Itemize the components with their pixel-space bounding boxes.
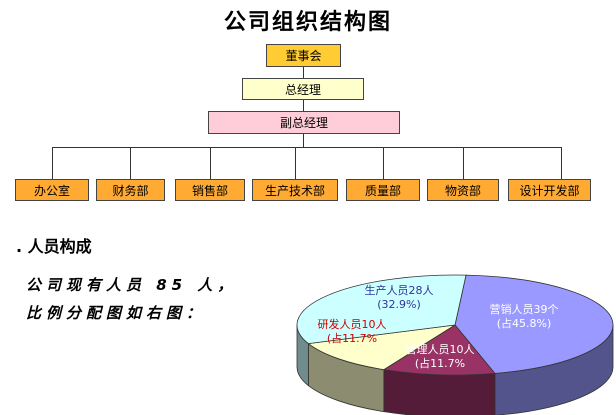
pie-slice-2 [307, 324, 456, 371]
connector [52, 147, 53, 179]
connector [303, 99, 304, 111]
connector [303, 133, 304, 147]
connector [130, 147, 131, 179]
org-node-dept-finance: 财务部 [96, 179, 165, 201]
staff-description-line2: 比例分配图如右图： [26, 304, 207, 322]
staff-description-line1: 公司现有人员 85 人， [26, 276, 238, 294]
connector [295, 147, 296, 179]
pie-share-label-2: (占11.7% [327, 331, 377, 345]
connector [561, 147, 562, 179]
org-node-board: 董事会 [266, 44, 341, 67]
org-node-dept-production: 生产技术部 [252, 179, 338, 201]
pie-slice-side-1 [383, 369, 496, 415]
connector [383, 147, 384, 179]
pie-share-label-1: (占11.7% [415, 356, 465, 370]
pie-slice-3 [296, 274, 467, 345]
pie-label-0: 营销人员39个 [490, 302, 559, 316]
connector [463, 147, 464, 179]
connector [210, 147, 211, 179]
org-node-general-manager: 总经理 [242, 78, 364, 100]
pie-label-2: 研发人员10人 [318, 317, 387, 331]
pie-slice-0 [454, 274, 614, 374]
pie-label-1: 管理人员10人 [406, 342, 475, 356]
pie-label-3: 生产人员28人 [365, 283, 434, 297]
org-node-dept-office: 办公室 [15, 179, 89, 201]
org-node-dept-design: 设计开发部 [508, 179, 591, 201]
pie-share-label-3: (32.9%) [377, 298, 421, 311]
org-node-dept-sales: 销售部 [175, 179, 245, 201]
org-node-deputy-manager: 副总经理 [208, 111, 400, 134]
connector [303, 66, 304, 78]
org-node-dept-materials: 物资部 [427, 179, 499, 201]
section-heading: . 人员构成 [16, 237, 92, 256]
pie-share-label-0: (占45.8%) [497, 316, 552, 330]
org-node-dept-quality: 质量部 [346, 179, 420, 201]
pie-slice-1 [382, 324, 496, 376]
connector [52, 147, 561, 148]
page-title: 公司组织结构图 [223, 10, 392, 35]
